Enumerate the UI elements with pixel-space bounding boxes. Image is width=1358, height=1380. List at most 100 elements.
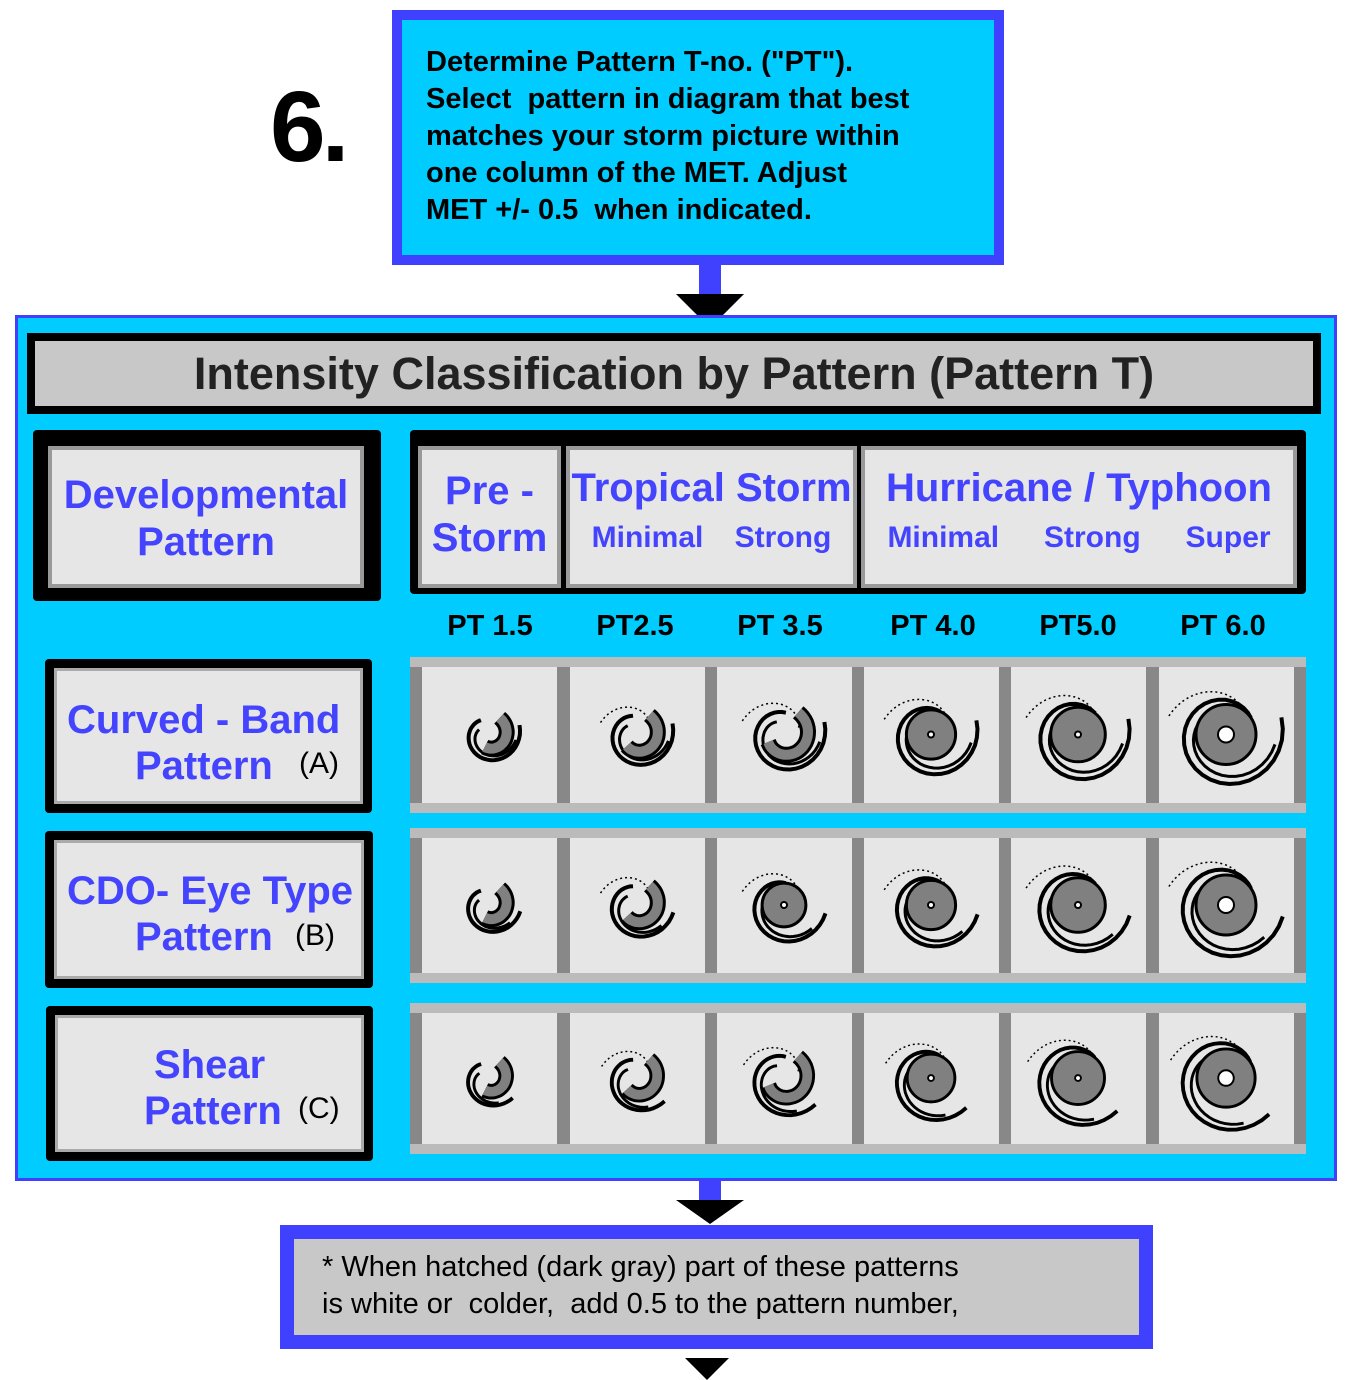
row-code: (B) — [295, 919, 335, 952]
storm-pattern-cell — [422, 667, 557, 803]
storm-spiral-icon — [601, 1050, 666, 1113]
storm-spiral-icon — [885, 1043, 968, 1122]
storm-band — [472, 1072, 499, 1105]
storm-band — [1038, 701, 1132, 782]
storm-eye — [927, 730, 935, 739]
storm-band — [885, 1043, 948, 1074]
storm-spiral-icon — [1170, 1035, 1271, 1132]
storm-band — [1180, 1041, 1271, 1132]
storm-eye — [780, 901, 788, 909]
subcategory-minimal: Minimal — [591, 521, 704, 554]
storm-eye — [927, 1074, 935, 1082]
storm-band — [623, 711, 663, 757]
row-label-line2: Pattern — [135, 915, 273, 959]
category-tropical-storm: Tropical Storm Minimal Strong — [566, 446, 857, 588]
row-code: (A) — [299, 747, 339, 780]
storm-pattern-cell — [1159, 667, 1294, 803]
developmental-label: Developmental Pattern — [48, 446, 364, 588]
storm-pattern-cell — [717, 667, 852, 803]
pt-label: PT 6.0 — [1180, 610, 1266, 642]
subcategory-minimal: Minimal — [887, 521, 1000, 554]
storm-eye — [1217, 1069, 1235, 1087]
storm-pattern-cell — [1159, 838, 1294, 973]
pattern-row-b — [410, 828, 1306, 983]
storm-pattern-cell — [717, 838, 852, 973]
storm-band — [599, 876, 651, 902]
storm-eye — [1074, 730, 1082, 739]
storm-spiral-icon — [1025, 694, 1132, 782]
storm-band — [599, 706, 651, 731]
storm-band — [753, 710, 828, 772]
pt-label: PT2.5 — [596, 610, 674, 642]
instruction-line: Determine Pattern T-no. ("PT"). — [426, 46, 854, 78]
storm-pattern-cell — [570, 838, 705, 973]
storm-band — [759, 1064, 798, 1113]
storm-eye — [1217, 896, 1235, 914]
pattern-row-a — [410, 657, 1306, 813]
instruction-line: Select pattern in diagram that best — [426, 83, 910, 115]
storm-band — [1170, 1035, 1247, 1073]
row-label-curved-band: Curved - Band Pattern (A) — [45, 659, 372, 813]
row-label-line1: Curved - Band — [67, 698, 341, 742]
storm-band — [466, 718, 523, 763]
panel-title: Intensity Classification by Pattern (Pat… — [27, 333, 1321, 414]
row-code: (C) — [298, 1092, 340, 1125]
arrow-down-icon — [685, 1358, 729, 1380]
storm-pattern-cell — [1011, 667, 1146, 803]
storm-pattern-cell — [1159, 1013, 1294, 1144]
storm-band — [1037, 1045, 1119, 1127]
storm-spiral-icon — [1168, 861, 1285, 959]
note-line: * When hatched (dark gray) part of these… — [322, 1251, 959, 1283]
row-label-line1: CDO- Eye Type — [67, 869, 353, 913]
storm-spiral-icon — [599, 706, 676, 767]
storm-eye — [927, 901, 935, 909]
storm-band — [623, 1055, 663, 1100]
storm-band — [1181, 697, 1285, 787]
storm-spiral-icon — [742, 1046, 817, 1118]
storm-pattern-cell — [864, 838, 999, 973]
storm-spiral-icon — [599, 876, 676, 939]
step-number: 6. — [270, 71, 349, 183]
storm-spiral-icon — [466, 711, 523, 763]
storm-pattern-cell — [1011, 1013, 1146, 1144]
developmental-line1: Developmental — [63, 473, 349, 517]
storm-band — [1168, 861, 1248, 900]
instruction-box: Determine Pattern T-no. ("PT"). Select p… — [392, 10, 1004, 265]
pt-label: PT 3.5 — [737, 610, 823, 642]
storm-spiral-icon — [883, 869, 980, 949]
storm-spiral-icon — [1027, 1039, 1119, 1127]
row-label-line2: Pattern — [135, 744, 273, 788]
subcategory-strong: Strong — [734, 521, 832, 554]
storm-pattern-cell — [1011, 838, 1146, 973]
storm-band — [472, 898, 511, 930]
subcategory-strong: Strong — [1044, 521, 1141, 554]
storm-spiral-icon — [1025, 865, 1132, 954]
storm-spiral-icon — [1168, 690, 1285, 787]
storm-band — [742, 1046, 800, 1074]
storm-band — [895, 705, 980, 777]
storm-pattern-cell — [422, 1013, 557, 1144]
instruction-line: one column of the MET. Adjust — [426, 157, 848, 189]
category-hurricane: Hurricane / Typhoon Minimal Strong Super — [861, 446, 1297, 588]
storm-band — [894, 876, 980, 949]
storm-pattern-cell — [570, 1013, 705, 1144]
storm-band — [609, 1057, 666, 1113]
storm-band — [466, 888, 523, 934]
hurricane-label: Hurricane / Typhoon — [886, 466, 1272, 510]
instruction-line: matches your storm picture within — [426, 120, 900, 152]
storm-spiral-icon — [883, 698, 980, 777]
storm-band — [1168, 690, 1248, 729]
pre-storm-line2: Storm — [431, 516, 548, 560]
storm-band — [883, 869, 949, 901]
storm-band — [623, 881, 663, 928]
storm-band — [482, 714, 512, 754]
storm-pattern-cell — [422, 838, 557, 973]
tropical-storm-label: Tropical Storm — [571, 466, 852, 510]
note-box: * When hatched (dark gray) part of these… — [280, 1225, 1153, 1349]
storm-band — [609, 884, 676, 939]
pattern-row-c — [410, 1003, 1306, 1154]
storm-spiral-icon — [466, 882, 523, 934]
row-label-line1: Shear — [154, 1043, 266, 1087]
pt-label: PT 4.0 — [890, 610, 976, 642]
row-label-line2: Pattern — [144, 1089, 282, 1133]
